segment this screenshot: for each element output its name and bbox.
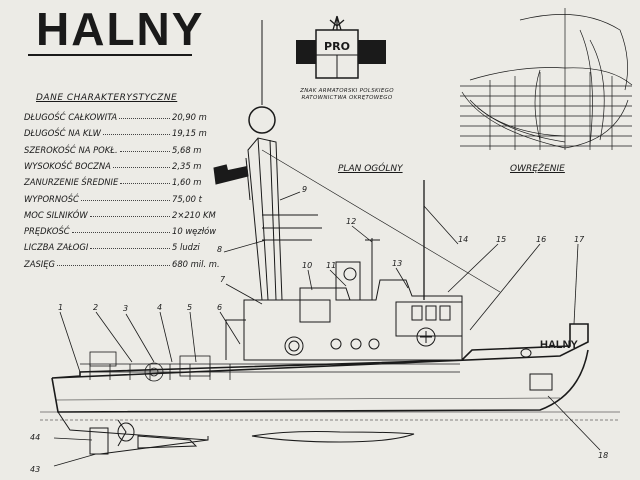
spec-value: 1,60 m <box>172 177 202 188</box>
spec-label: PRĘDKOŚĆ <box>24 226 70 237</box>
spec-row: WYSOKOŚĆ BOCZNA 2,35 m <box>24 161 234 171</box>
hull-name: HALNY <box>540 339 579 351</box>
spec-value: 2,35 m <box>172 160 202 171</box>
callout-2: 2 <box>93 303 98 312</box>
spec-label: WYPORNOŚĆ <box>24 193 79 204</box>
mast <box>213 20 322 301</box>
emblem: PRO <box>296 15 386 79</box>
callout-leaders <box>53 191 601 467</box>
railing <box>80 351 460 382</box>
spec-leader-dots <box>90 242 170 250</box>
callout-6: 6 <box>217 303 222 312</box>
callout-16: 16 <box>536 235 546 244</box>
superstructure <box>225 261 463 361</box>
callout-9: 9 <box>302 185 307 194</box>
spec-label: ZANURZENIE ŚREDNIE <box>24 177 119 188</box>
drawing-title: HALNY <box>36 3 205 55</box>
anchor-pocket <box>529 373 553 391</box>
callout-18: 18 <box>598 451 608 460</box>
callout-44: 44 <box>30 433 40 442</box>
callout-7: 7 <box>220 275 226 284</box>
spec-value: 5,68 m <box>172 144 202 155</box>
spec-row: ZANURZENIE ŚREDNIE 1,60 m <box>24 177 234 187</box>
propeller <box>89 419 209 455</box>
specs-heading: DANE CHARAKTERYSTYCZNE <box>36 93 178 103</box>
spec-label: SZEROKOŚĆ NA POKŁ. <box>24 144 118 155</box>
spec-value: 680 mil. m. <box>172 258 220 269</box>
spec-row: ZASIĘG 680 mil. m. <box>24 259 234 269</box>
lines-plan <box>460 8 633 150</box>
spec-label: MOC SILNIKÓW <box>24 209 88 220</box>
keel-plan <box>251 431 415 443</box>
spec-row: PRĘDKOŚĆ 10 węzłów <box>24 226 234 236</box>
spec-row: DŁUGOŚĆ NA KLW 19,15 m <box>24 128 234 138</box>
callout-10: 10 <box>302 261 312 270</box>
radar-ring <box>248 106 276 134</box>
hull <box>51 323 589 441</box>
spec-leader-dots <box>71 226 170 234</box>
spec-value: 20,90 m <box>172 112 207 122</box>
callout-15: 15 <box>496 235 506 244</box>
callout-5: 5 <box>187 303 192 312</box>
lines-label: OWRĘŻENIE <box>510 164 565 174</box>
spec-leader-dots <box>119 145 170 152</box>
callout-numbers: 1 2 3 4 5 6 7 8 9 10 11 12 13 14 15 16 1… <box>30 185 608 474</box>
spec-value: 5 ludzi <box>172 242 200 253</box>
callout-13: 13 <box>392 259 402 268</box>
spec-value: 19,15 m <box>172 128 207 139</box>
spec-label: WYSOKOŚĆ BOCZNA <box>24 160 111 171</box>
spec-row: SZEROKOŚĆ NA POKŁ. 5,68 m <box>24 145 234 155</box>
spec-value: 10 węzłów <box>172 226 217 237</box>
spec-leader-dots <box>57 259 170 266</box>
spec-leader-dots <box>102 128 170 136</box>
callout-8: 8 <box>217 245 222 254</box>
spec-row: DŁUGOŚĆ CAŁKOWITA 20,90 m <box>24 112 234 122</box>
callout-14: 14 <box>458 235 468 244</box>
callout-4: 4 <box>157 303 162 312</box>
spec-leader-dots <box>119 112 170 119</box>
spec-value: 2×210 KM <box>172 209 216 220</box>
callout-17: 17 <box>574 235 585 244</box>
spec-row: MOC SILNIKÓW 2×210 KM <box>24 210 234 220</box>
emblem-caption: ZNAK ARMATORSKI POLSKIEGO RATOWNICTWA OK… <box>300 88 394 101</box>
callout-43: 43 <box>30 465 40 474</box>
spec-leader-dots <box>112 161 170 168</box>
spec-leader-dots <box>89 210 170 217</box>
spec-label: LICZBA ZAŁOGI <box>24 242 89 253</box>
callout-12: 12 <box>346 217 356 226</box>
spec-value: 75,00 t <box>172 193 202 204</box>
spec-label: DŁUGOŚĆ NA KLW <box>24 128 101 139</box>
spec-leader-dots <box>80 194 170 201</box>
callout-11: 11 <box>326 261 336 270</box>
trident-icon <box>329 15 345 31</box>
spec-row: LICZBA ZAŁOGI 5 ludzi <box>24 242 234 252</box>
callout-3: 3 <box>123 304 128 313</box>
spec-leader-dots <box>120 177 170 185</box>
title-underline <box>28 54 192 56</box>
lifebuoy <box>284 336 304 356</box>
spec-row: WYPORNOŚĆ 75,00 t <box>24 194 234 204</box>
lifebuoy-cross <box>416 327 436 347</box>
emblem-letters: PRO <box>324 40 350 53</box>
spec-label: DŁUGOŚĆ CAŁKOWITA <box>24 112 118 122</box>
plan-label: PLAN OGÓLNY <box>338 164 403 174</box>
callout-1: 1 <box>58 303 63 312</box>
spec-label: ZASIĘG <box>24 258 56 269</box>
